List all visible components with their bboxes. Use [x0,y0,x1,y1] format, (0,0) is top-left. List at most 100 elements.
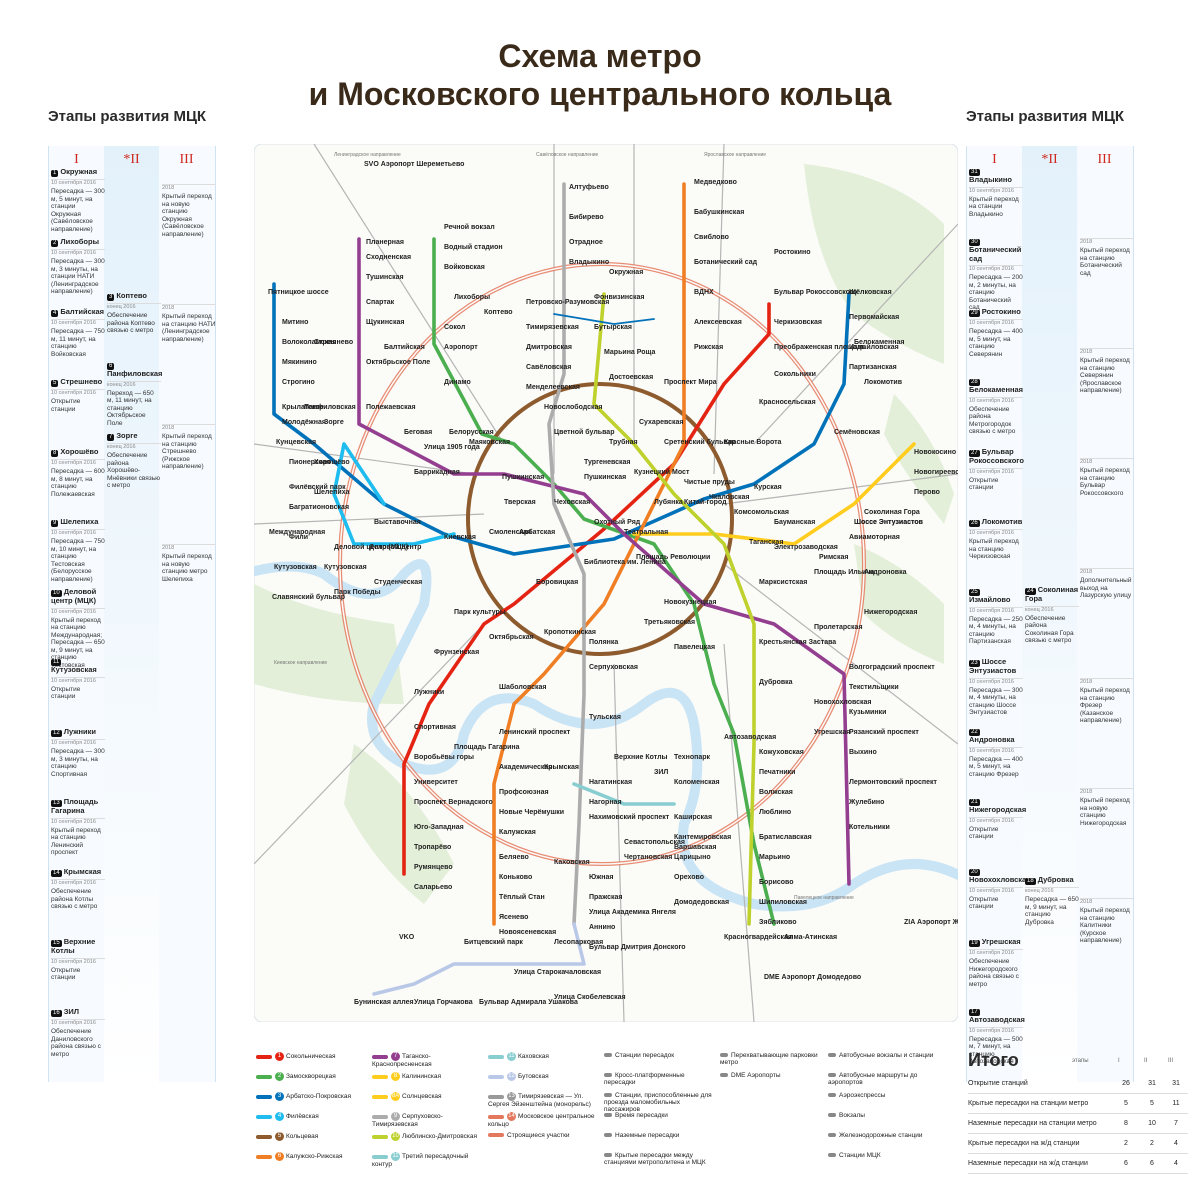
station-label[interactable]: Локомотив [864,379,903,386]
station-label[interactable]: Лихоборы [454,293,490,301]
station-label[interactable]: Кузнецкий Мост [634,468,690,476]
station-label[interactable]: Римская [819,554,848,561]
station-label[interactable]: Пражская [589,894,622,901]
station-label[interactable]: Дубровка [759,678,793,686]
station-label[interactable]: Боровицкая [536,579,578,586]
station-label[interactable]: Трубная [609,438,638,446]
station-label[interactable]: Пятницкое шоссе [268,289,329,296]
station-label[interactable]: Тропарёво [414,844,451,851]
station-label[interactable]: Пионерская [289,459,330,466]
station-label[interactable]: Каширская [674,814,712,821]
station-label[interactable]: ZIA Аэропорт Жуковский [904,918,958,926]
station-label[interactable]: Таганская [749,539,783,546]
station-label[interactable]: Щукинская [366,319,404,326]
station-label[interactable]: Улица Скобелевская [554,993,626,1001]
station-label[interactable]: Комсомольская [734,509,789,516]
station-label[interactable]: Ростокино [774,249,811,256]
station-label[interactable]: Войковская [444,263,485,271]
station-label[interactable]: Каховская [554,859,590,866]
station-label[interactable]: Чертановская [624,854,672,861]
station-label[interactable]: Электрозаводская [774,544,838,551]
station-label[interactable]: Петровско-Разумовская [526,299,609,306]
station-label[interactable]: Полежаевская [366,404,416,411]
station-label[interactable]: Менделеевская [526,384,580,391]
station-label[interactable]: Братиславская [759,834,812,841]
station-label[interactable]: Университет [414,779,458,786]
station-label[interactable]: Новохохловская [814,699,872,706]
station-label[interactable]: Кантемировская [674,834,731,841]
station-label[interactable]: Кузьминки [849,709,886,716]
station-label[interactable]: Авиамоторная [849,534,900,541]
station-label[interactable]: Новогиреево [914,469,958,476]
station-label[interactable]: Тургеневская [584,459,631,466]
station-label[interactable]: Лужники [414,689,444,696]
station-label[interactable]: Аэропорт [444,344,478,351]
station-label[interactable]: Южная [589,874,613,881]
station-label[interactable]: Чеховская [554,499,590,506]
station-label[interactable]: Преображенская площадь [774,343,866,351]
station-label[interactable]: Площадь Революции [636,554,710,561]
station-label[interactable]: Новые Черёмушки [499,809,564,816]
station-label[interactable]: Улица Академика Янгеля [589,909,676,916]
station-label[interactable]: Текстильщики [849,684,899,691]
station-label[interactable]: Белокаменная [854,339,904,346]
station-label[interactable]: Угрешская [814,729,850,736]
station-label[interactable]: Кутузовская [274,564,317,571]
station-label[interactable]: Спортивная [414,724,456,731]
station-label[interactable]: Новокузнецкая [664,599,717,606]
station-label[interactable]: Цветной бульвар [554,428,614,436]
station-label[interactable]: SVO Аэропорт Шереметьево [364,161,464,168]
station-label[interactable]: Сухаревская [639,419,684,426]
station-label[interactable]: Свиблово [694,233,729,241]
station-label[interactable]: Окружная [609,269,643,276]
station-label[interactable]: Кутузовская [324,564,367,571]
station-label[interactable]: Третьяковская [644,619,695,626]
station-label[interactable]: Технопарк [674,754,711,761]
station-label[interactable]: Смоленская [489,529,531,536]
station-label[interactable]: Щёлковская [849,289,892,296]
station-label[interactable]: Улица Горчакова [414,999,473,1006]
station-label[interactable]: Мякинино [282,359,317,366]
station-label[interactable]: Китай-город [684,498,727,506]
station-label[interactable]: Шипиловская [759,899,807,906]
station-label[interactable]: Алтуфьево [569,184,609,191]
station-label[interactable]: DME Аэропорт Домодедово [764,974,861,981]
station-label[interactable]: Автозаводская [724,734,776,741]
station-label[interactable]: Калужская [499,829,536,836]
station-label[interactable]: Рязанский проспект [849,728,919,736]
station-label[interactable]: Лесопарковая [554,939,603,946]
station-label[interactable]: Лубянка [654,498,683,506]
station-label[interactable]: Рижская [694,344,723,351]
station-label[interactable]: Площадь Гагарина [454,744,520,751]
station-label[interactable]: Нагатинская [589,779,632,786]
station-label[interactable]: ЗИЛ [654,769,668,776]
station-label[interactable]: Волжская [759,789,793,796]
station-label[interactable]: Новослободская [544,403,602,411]
station-label[interactable]: Деловой центр [369,543,421,551]
station-label[interactable]: Бульвар Рокоссовского [774,289,857,296]
station-label[interactable]: Водный стадион [444,243,503,251]
station-label[interactable]: Студенческая [374,579,422,586]
station-label[interactable]: Волоколамская [282,339,336,346]
station-label[interactable]: Соколиная Гора [864,509,920,516]
station-label[interactable]: Арбатская [519,528,555,536]
station-label[interactable]: Севастопольская [624,839,685,846]
station-label[interactable]: Академическая [499,764,552,771]
station-label[interactable]: Орехово [674,874,704,881]
station-label[interactable]: Пролетарская [814,624,863,631]
station-label[interactable]: Пушкинская [584,474,626,481]
station-label[interactable]: Маяковская [469,439,510,446]
station-label[interactable]: Фрунзенская [434,649,479,656]
station-label[interactable]: Воробьёвы горы [414,753,474,761]
station-label[interactable]: Алексеевская [694,319,742,326]
station-label[interactable]: Первомайская [849,313,899,321]
station-label[interactable]: Алма-Атинская [784,934,837,941]
station-label[interactable]: Коломенская [674,779,720,786]
station-label[interactable]: Тверская [504,499,536,506]
station-label[interactable]: Деловой центр (МЦК) [334,543,408,551]
station-label[interactable]: Сходненская [366,254,411,261]
station-label[interactable]: Тульская [589,714,621,721]
station-label[interactable]: Красногвардейская [724,933,792,941]
station-label[interactable]: Владыкино [569,259,609,266]
